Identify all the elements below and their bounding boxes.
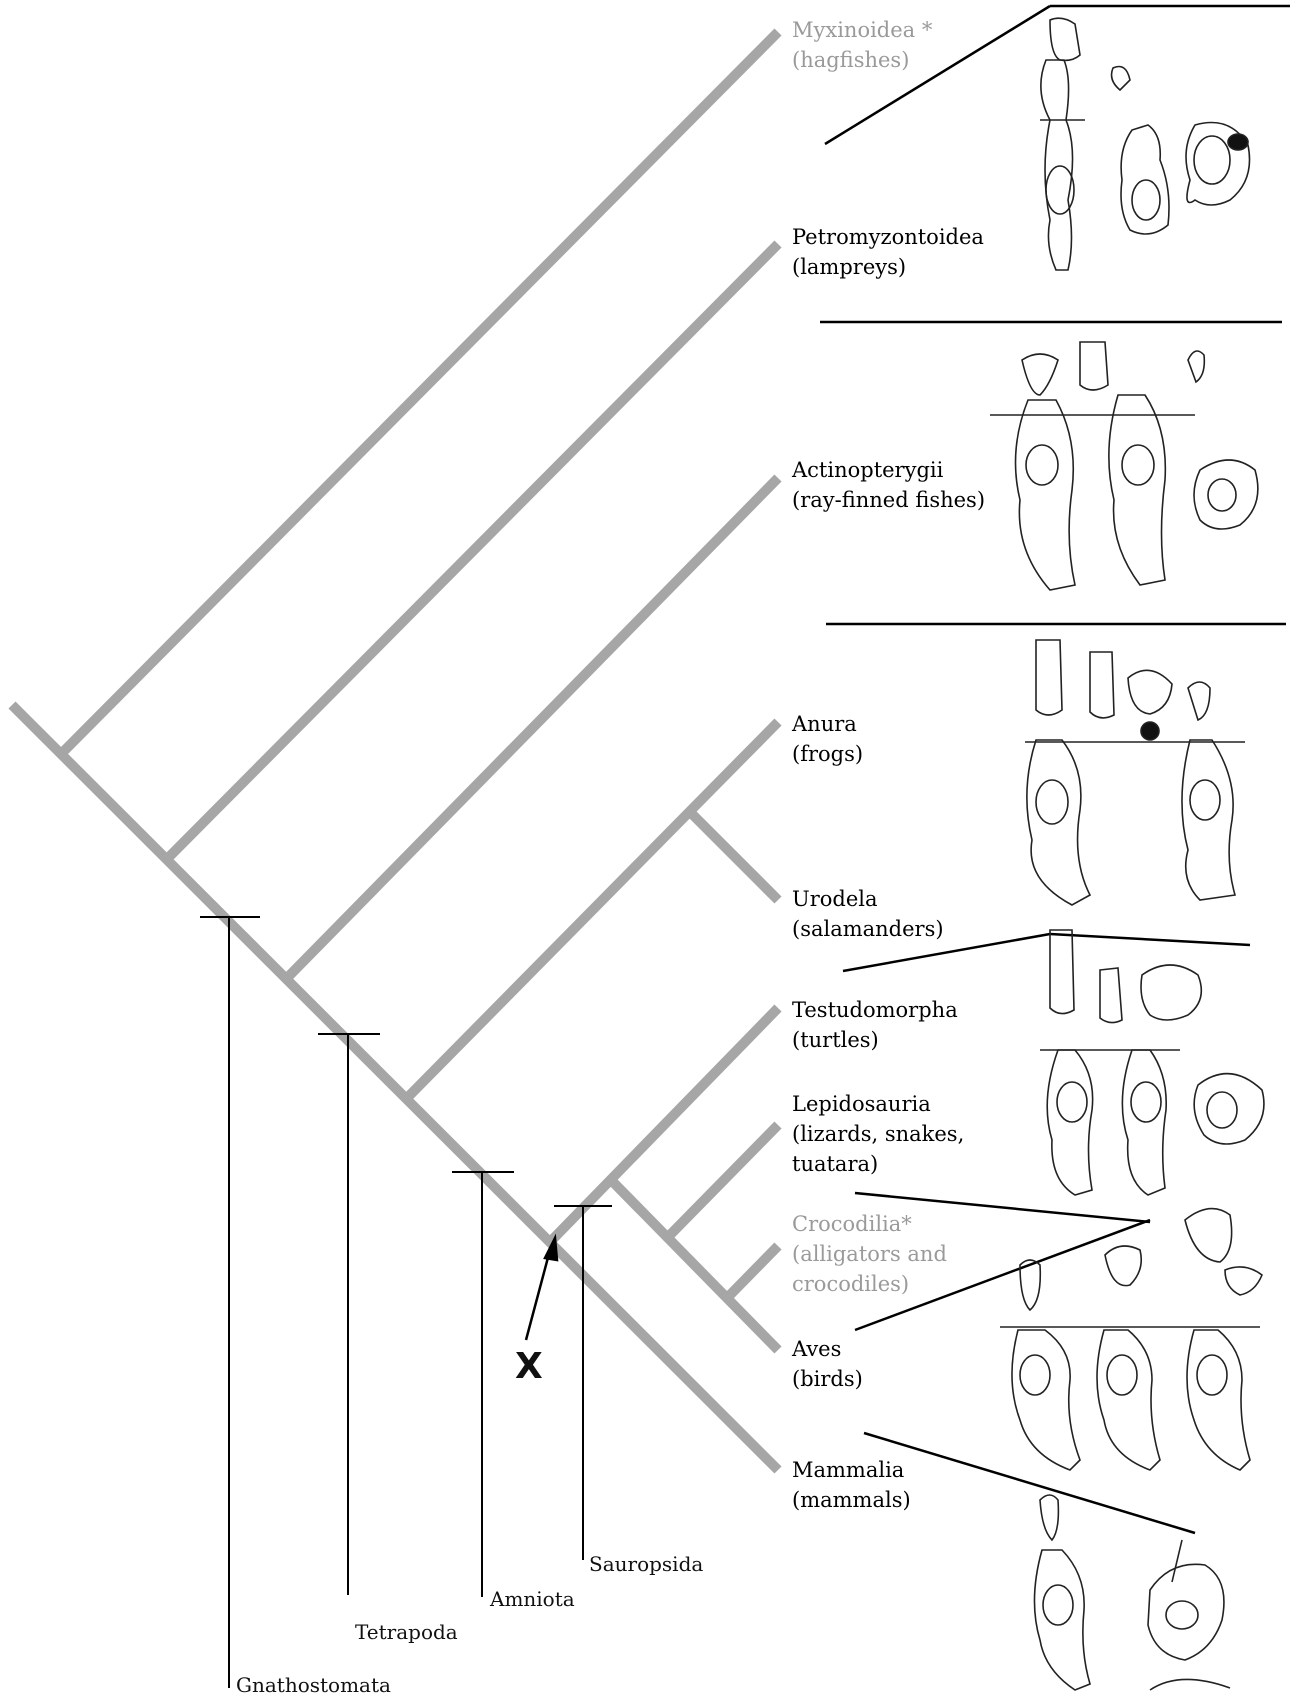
taxon-common-name: (hagfishes) [792, 48, 909, 72]
branch-urodela [690, 812, 778, 900]
x-marker-label: X [515, 1346, 543, 1387]
taxon-common-name: (alligators and crocodiles) [792, 1242, 947, 1296]
x-arrow [526, 1238, 557, 1340]
clade-label-amniota: Amniota [490, 1587, 575, 1611]
receptor-cell-drawings-hagfishes [1040, 18, 1250, 270]
receptor-cell-drawings-mammals [1034, 1495, 1230, 1690]
taxon-aves: Aves (birds) [792, 1334, 863, 1394]
clade-label-sauropsida: Sauropsida [589, 1552, 703, 1576]
branch-myxinoidea [63, 32, 778, 752]
taxon-name: Actinopterygii [792, 458, 943, 482]
taxon-testudomorpha: Testudomorpha (turtles) [792, 995, 958, 1055]
taxon-name: Aves [792, 1337, 841, 1361]
taxon-crocodilia: Crocodilia* (alligators and crocodiles) [792, 1209, 947, 1299]
taxon-common-name: (turtles) [792, 1028, 879, 1052]
taxon-lepidosauria: Lepidosauria (lizards, snakes, tuatara) [792, 1089, 964, 1179]
taxon-urodela: Urodela (salamanders) [792, 884, 944, 944]
taxon-name: Petromyzontoidea [792, 225, 984, 249]
taxon-common-name: (mammals) [792, 1488, 911, 1512]
branch-tetrapoda [408, 722, 778, 1097]
taxon-common-name: (lampreys) [792, 255, 906, 279]
taxon-name: Myxinoidea [792, 18, 915, 42]
taxon-common-name: (lizards, snakes, tuatara) [792, 1122, 964, 1176]
branch-actinopterygii [288, 478, 778, 977]
taxon-myxinoidea: Myxinoidea * (hagfishes) [792, 15, 932, 75]
branch-spine [12, 705, 778, 1470]
taxon-name: Mammalia [792, 1458, 904, 1482]
taxon-common-name: (frogs) [792, 742, 863, 766]
branch-lepidosauria [668, 1125, 778, 1237]
receptor-cell-drawings-ray-finned-fishes [990, 342, 1258, 590]
clade-brackets [200, 917, 612, 1688]
taxon-anura: Anura (frogs) [792, 709, 863, 769]
taxon-name: Crocodilia* [792, 1212, 912, 1236]
receptor-cell-drawings-amphibians [1025, 640, 1245, 905]
taxon-common-name: (salamanders) [792, 917, 944, 941]
taxon-common-name: (ray-finned fishes) [792, 488, 985, 512]
receptor-cell-drawings-birds [1000, 1209, 1262, 1470]
branch-crocodilia [728, 1246, 778, 1297]
taxon-name: Urodela [792, 887, 878, 911]
taxon-name: Testudomorpha [792, 998, 958, 1022]
taxon-asterisk: * [915, 18, 932, 42]
taxon-name: Anura [792, 712, 857, 736]
taxon-common-name: (birds) [792, 1367, 863, 1391]
clade-label-tetrapoda: Tetrapoda [355, 1620, 458, 1644]
taxon-mammalia: Mammalia (mammals) [792, 1455, 911, 1515]
receptor-cell-drawings-turtles-lizards [1040, 930, 1264, 1195]
taxon-name: Lepidosauria [792, 1092, 931, 1116]
clade-label-gnathostomata: Gnathostomata [236, 1673, 391, 1697]
taxon-actinopterygii: Actinopterygii (ray-finned fishes) [792, 455, 985, 515]
tree-branches [12, 32, 778, 1470]
taxon-petromyzontoidea: Petromyzontoidea (lampreys) [792, 222, 984, 282]
